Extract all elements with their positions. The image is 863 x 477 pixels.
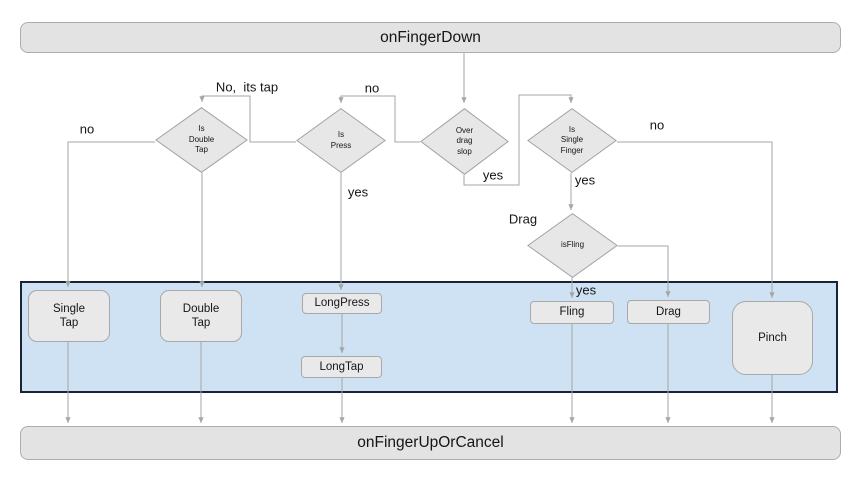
terminal-onfingerdown-label: onFingerDown [380, 28, 481, 46]
decision-is-double-tap-label: Is Double Tap [188, 124, 215, 155]
decision-is-double-tap: Is Double Tap [155, 107, 248, 173]
decision-is-press-label: Is Press [330, 130, 352, 150]
decision-is-single-finger-label: Is Single Finger [560, 124, 584, 155]
label-singlefinger-no: no [649, 117, 665, 133]
label-drag-hint: Drag [508, 211, 538, 227]
label-dragslop-no: no [364, 80, 380, 96]
gesture-outcome-band [20, 281, 838, 393]
decision-is-press: Is Press [296, 108, 386, 173]
terminal-onfingerupor-cancel-label: onFingerUpOrCancel [357, 434, 504, 451]
label-doubletap-no: no [79, 121, 95, 137]
outcome-pinch: Pinch [732, 301, 813, 375]
outcome-longpress: LongPress [302, 293, 382, 314]
outcome-double-tap: Double Tap [160, 290, 242, 342]
outcome-drag: Drag [627, 300, 710, 324]
outcome-double-tap-label: Double Tap [182, 302, 220, 329]
decision-is-single-finger: Is Single Finger [527, 108, 617, 173]
outcome-single-tap: Single Tap [28, 290, 110, 342]
terminal-onfingerdown: onFingerDown [20, 22, 841, 53]
outcome-pinch-label: Pinch [758, 331, 787, 344]
label-singlefinger-yes: yes [574, 172, 596, 188]
decision-over-drag-slop-label: Over drag slop [455, 125, 474, 156]
edge-doubletap-no-to-singletap [65, 141, 155, 288]
outcome-longpress-label: LongPress [314, 297, 370, 310]
label-press-yes: yes [347, 184, 369, 200]
outcome-fling: Fling [530, 301, 614, 324]
label-press-no-its-tap: No, its tap [215, 79, 279, 95]
decision-over-drag-slop: Over drag slop [420, 108, 509, 175]
decision-isfling-label: isFling [560, 240, 585, 250]
outcome-longtap-label: LongTap [319, 360, 364, 373]
outcome-fling-label: Fling [559, 306, 585, 319]
outcome-single-tap-label: Single Tap [53, 302, 85, 329]
outcome-drag-label: Drag [656, 305, 681, 318]
label-isfling-yes: yes [575, 282, 597, 298]
edge-singlefinger-no-to-pinch [617, 141, 775, 299]
decision-isfling: isFling [527, 213, 618, 278]
outcome-longtap: LongTap [301, 356, 382, 378]
label-dragslop-yes: yes [482, 167, 504, 183]
terminal-onfingerupor-cancel: onFingerUpOrCancel [20, 426, 841, 460]
diamond-shape [527, 213, 618, 278]
